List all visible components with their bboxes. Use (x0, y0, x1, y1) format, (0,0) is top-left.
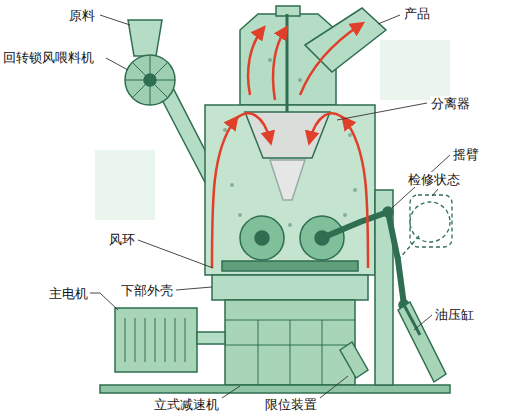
part-label: 限位装置 (264, 397, 318, 412)
feed-hopper (128, 20, 162, 56)
rotary-feeder (125, 55, 175, 105)
base (100, 385, 450, 393)
rotor-cage (245, 112, 330, 158)
part-label: 分离器 (430, 96, 471, 111)
cone (270, 160, 305, 200)
grinding-chamber (205, 105, 375, 275)
rocker-arm (322, 212, 404, 305)
part-label: 产品 (403, 6, 431, 21)
particles (223, 58, 357, 227)
grinding-table (222, 261, 358, 271)
part-label: 风环 (108, 232, 136, 247)
gearbox (225, 300, 355, 385)
part-label: 检修状态 (407, 172, 461, 187)
leader-lines (90, 15, 450, 398)
part-label: 回转锁风喂料机 (2, 50, 95, 65)
roller (240, 216, 284, 260)
maintenance-position (398, 195, 452, 260)
airflow-arrows (212, 25, 368, 268)
part-label: 立式减速机 (153, 397, 220, 412)
part-label: 原料 (68, 8, 96, 23)
product-outlet (305, 8, 386, 72)
main-motor (115, 308, 197, 372)
part-label: 下部外壳 (120, 283, 174, 298)
limit-device (340, 342, 368, 378)
part-label: 油压缸 (434, 307, 475, 322)
part-label: 主电机 (48, 286, 89, 301)
lower-housing (212, 275, 368, 300)
part-label: 摇臂 (452, 147, 480, 162)
coupling (197, 332, 225, 344)
